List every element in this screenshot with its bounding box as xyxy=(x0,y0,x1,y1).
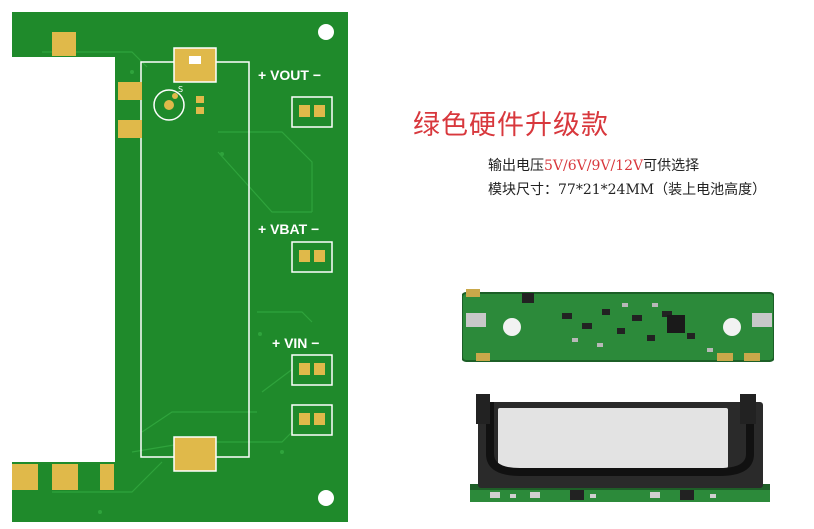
vias xyxy=(98,70,284,514)
product-title: 绿色硬件升级款 xyxy=(413,110,609,141)
voltage-suffix: 可供选择 xyxy=(643,158,700,174)
module-top-photo xyxy=(462,289,774,362)
size-line: 模块尺寸：77*21*24MM（装上电池高度） xyxy=(488,182,767,198)
pad xyxy=(12,464,38,490)
mounting-hole xyxy=(318,490,334,506)
pad-center xyxy=(189,56,201,64)
connector-vbat xyxy=(291,241,333,273)
connector-vout xyxy=(291,96,333,128)
voltage-prefix: 输出电压 xyxy=(488,158,544,174)
small-pad xyxy=(196,96,204,103)
voltage-options: 5V/6V/9V/12V xyxy=(544,158,644,174)
circular-component xyxy=(153,89,185,121)
connector-extra xyxy=(291,404,333,436)
circular-component-pad xyxy=(164,100,174,110)
silk-s-label: S xyxy=(178,85,183,94)
pad xyxy=(100,464,114,490)
voltage-line: 输出电压5V/6V/9V/12V可供选择 xyxy=(488,155,699,175)
small-pad xyxy=(196,107,204,114)
mounting-hole xyxy=(318,24,334,40)
pad xyxy=(118,82,142,100)
board-cutout xyxy=(12,57,115,462)
pad xyxy=(52,32,76,56)
connector-vin xyxy=(291,354,333,386)
label-vout: + VOUT − xyxy=(258,67,322,83)
label-vbat: + VBAT − xyxy=(258,221,320,237)
label-vin: + VIN − xyxy=(272,335,320,351)
battery-contact-top xyxy=(173,47,217,83)
battery-contact-bottom xyxy=(173,436,217,472)
pcb-layout-image: S xyxy=(12,12,348,522)
pad xyxy=(118,120,142,138)
module-holder-photo xyxy=(470,394,770,502)
pad xyxy=(52,464,78,490)
circular-component-pad xyxy=(172,93,178,99)
